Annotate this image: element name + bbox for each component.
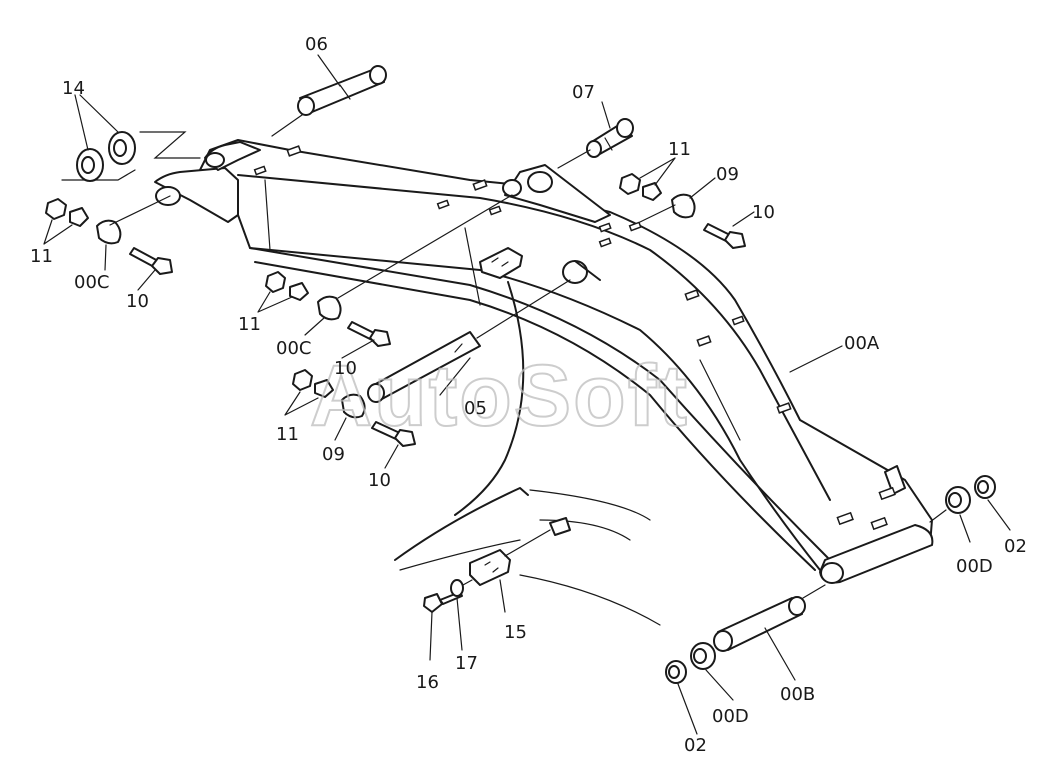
label-17: 17 <box>455 653 478 674</box>
label-15: 15 <box>504 622 527 643</box>
hardware-left <box>45 195 173 275</box>
label-11-left: 11 <box>30 246 53 267</box>
hardware-right <box>619 173 746 249</box>
label-10-left: 10 <box>126 291 149 312</box>
pin-06 <box>271 65 387 137</box>
bushings-bottom <box>665 642 716 684</box>
bracket-top <box>479 247 523 279</box>
pin-07 <box>557 118 634 169</box>
label-00d-right: 00D <box>956 556 993 577</box>
label-07: 07 <box>572 82 595 103</box>
label-14: 14 <box>62 78 85 99</box>
detail-callout <box>394 281 661 626</box>
pin-05 <box>367 279 571 403</box>
hardware-16-17 <box>423 579 473 613</box>
label-00d-bottom: 00D <box>712 706 749 727</box>
part-labels: 06 14 07 11 09 10 11 00C 10 11 00C 10 05… <box>30 34 1027 756</box>
watermark: AutoSoft <box>310 348 689 444</box>
label-00b: 00B <box>780 684 815 705</box>
label-05: 05 <box>464 398 487 419</box>
label-10-lower: 10 <box>368 470 391 491</box>
label-11-right: 11 <box>668 139 691 160</box>
label-16: 16 <box>416 672 439 693</box>
label-06: 06 <box>305 34 328 55</box>
label-10-mid: 10 <box>334 358 357 379</box>
label-09-lower: 09 <box>322 444 345 465</box>
washers-14 <box>61 131 201 182</box>
hardware-mid-lower <box>292 369 416 447</box>
label-00c-left: 00C <box>74 272 109 293</box>
label-00a: 00A <box>844 333 880 354</box>
label-09-right: 09 <box>716 164 739 185</box>
label-02-right: 02 <box>1004 536 1027 557</box>
label-10-right: 10 <box>752 202 775 223</box>
label-11-mid: 11 <box>238 314 261 335</box>
leader-lines <box>43 54 1011 735</box>
label-11-lower: 11 <box>276 424 299 445</box>
bushings-right <box>929 475 996 523</box>
label-02-bottom: 02 <box>684 735 707 756</box>
label-00c-mid: 00C <box>276 338 311 359</box>
pin-00b <box>713 584 826 652</box>
hardware-mid-upper <box>265 194 513 347</box>
